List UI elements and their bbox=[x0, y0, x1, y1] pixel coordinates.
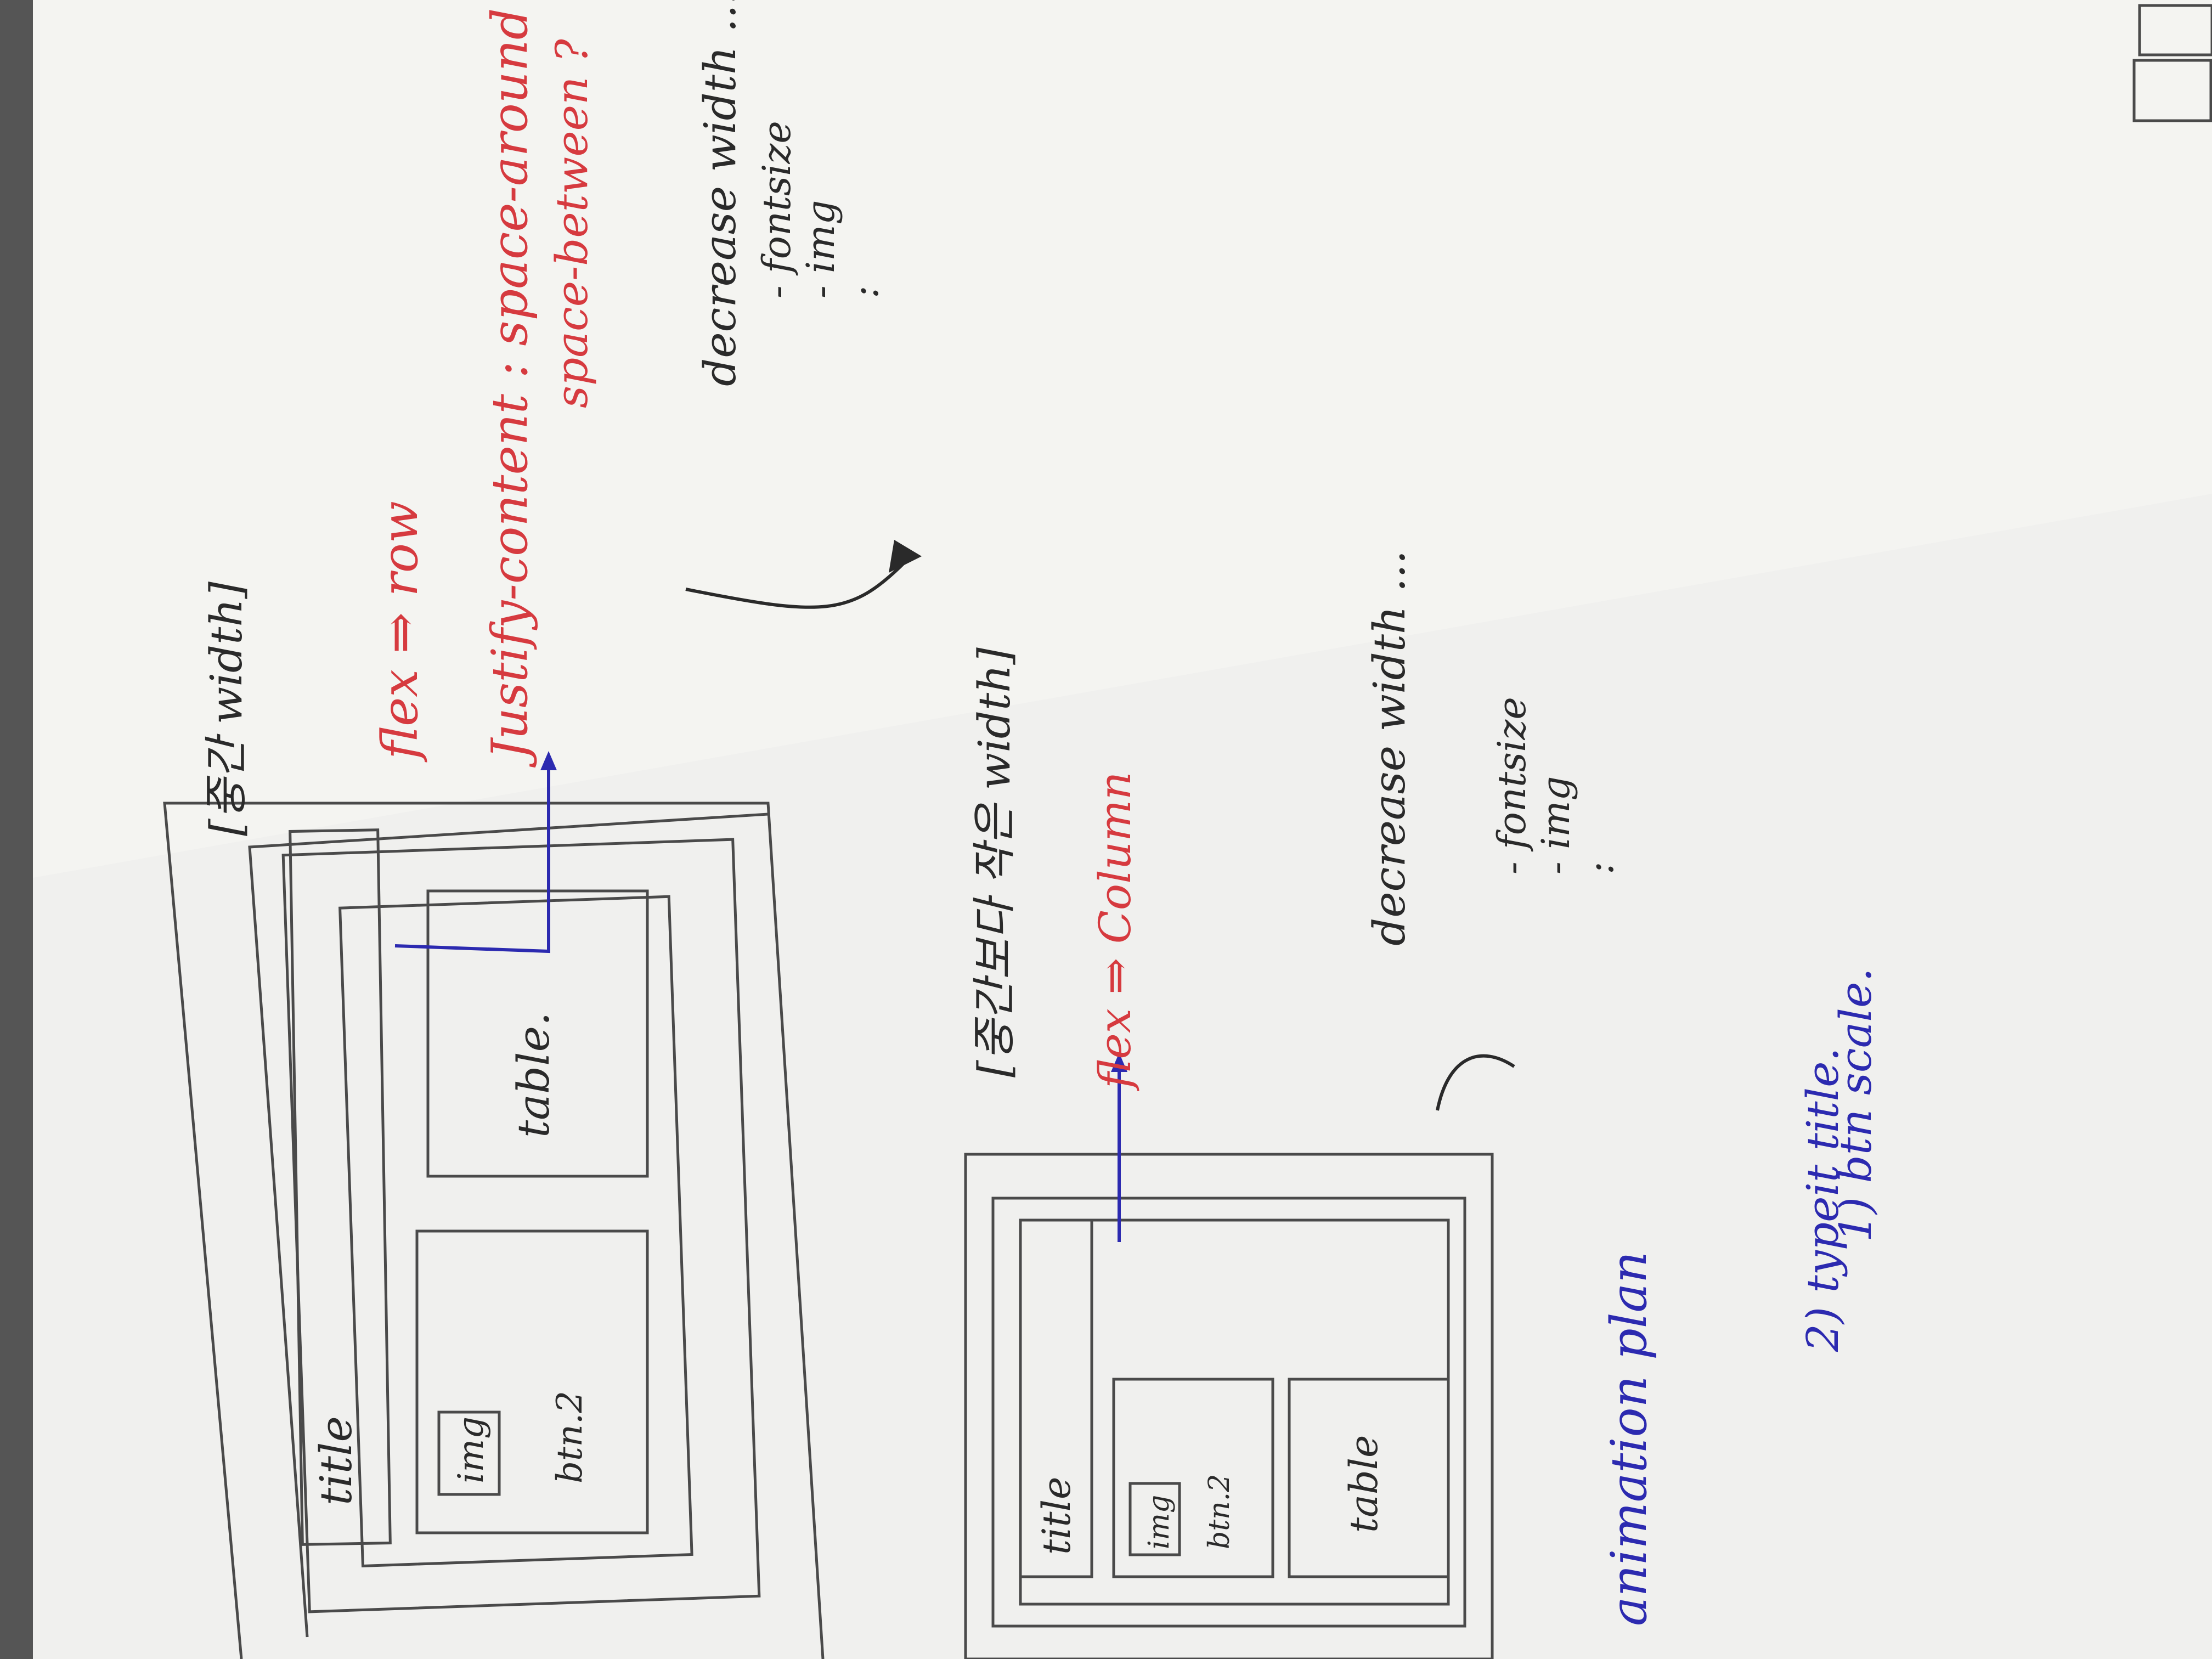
top-decrease-item-3: : bbox=[842, 285, 887, 298]
top-btn-label: btn.2 bbox=[550, 1391, 590, 1483]
dark-edge bbox=[0, 0, 38, 1659]
bottom-title-box bbox=[1019, 1218, 1093, 1578]
bottom-flex-note: flex ⇒ Column bbox=[1090, 771, 1141, 1091]
paper-highlight bbox=[33, 0, 2212, 878]
top-heading: [중간 width] bbox=[201, 581, 252, 836]
bottom-arrowhead bbox=[1111, 1053, 1127, 1072]
top-inner-container bbox=[338, 895, 693, 1568]
corner-frames bbox=[2132, 4, 2212, 122]
top-img-label: img bbox=[451, 1417, 492, 1483]
bottom-img-btn-box bbox=[1112, 1378, 1274, 1578]
top-img-box bbox=[437, 1410, 501, 1496]
bottom-curve-arrow bbox=[1436, 1054, 1515, 1111]
top-title-label: title bbox=[311, 1416, 362, 1505]
top-connector-arrow bbox=[394, 770, 550, 953]
animation-plan: animation plan bbox=[1600, 1251, 1658, 1626]
animation-plan-title: animation plan bbox=[1600, 1251, 1658, 1626]
bottom-img-label: img bbox=[1143, 1495, 1176, 1549]
bottom-container bbox=[991, 1197, 1466, 1628]
top-title-box bbox=[289, 828, 392, 1546]
top-justify-note: Justify-content : space-around ? bbox=[481, 0, 539, 768]
top-to-bottom-curve-arrow bbox=[685, 560, 907, 609]
top-arrowhead bbox=[540, 751, 557, 770]
sketch-top: title img btn.2 table. [중간 width] flex ⇒… bbox=[163, 0, 922, 1659]
bottom-title-label: title bbox=[1034, 1477, 1079, 1555]
bottom-decrease-item-1: - fontsize bbox=[1489, 697, 1534, 874]
bottom-img-box bbox=[1128, 1482, 1181, 1556]
top-img-btn-box bbox=[415, 1229, 649, 1534]
sketch-bottom: title img btn.2 table [중간보다 작은 width] fl… bbox=[964, 550, 1622, 1659]
top-decrease-note: decrease width ... bbox=[695, 0, 746, 386]
top-table-label: table. bbox=[508, 1012, 559, 1138]
top-decrease-item-1: - fontsize bbox=[754, 121, 799, 298]
top-frame-line bbox=[248, 812, 769, 1638]
top-justify-alt: space-between ? bbox=[546, 38, 597, 408]
bottom-heading: [중간보다 작은 width] bbox=[969, 647, 1020, 1077]
bottom-table-box bbox=[1288, 1378, 1450, 1578]
top-decrease-item-2: - img bbox=[798, 200, 843, 298]
bottom-decrease-item-3: : bbox=[1577, 861, 1622, 874]
animation-plan-item-2: 2) typeit title. bbox=[1797, 1047, 1848, 1352]
bottom-table-label: table bbox=[1341, 1435, 1386, 1533]
top-flex-note: flex ⇒ row bbox=[371, 501, 429, 763]
bottom-outer-frame bbox=[964, 1153, 1494, 1659]
bottom-decrease-note: decrease width ... bbox=[1364, 550, 1415, 946]
top-outer-frame bbox=[163, 802, 825, 1659]
bottom-decrease-item-2: - img bbox=[1533, 776, 1578, 874]
bottom-btn-label: btn.2 bbox=[1203, 1474, 1236, 1549]
animation-plan-item-1: 1) btn scale. bbox=[1830, 968, 1881, 1242]
curve-arrowhead bbox=[889, 540, 922, 573]
top-table-box bbox=[426, 889, 649, 1178]
